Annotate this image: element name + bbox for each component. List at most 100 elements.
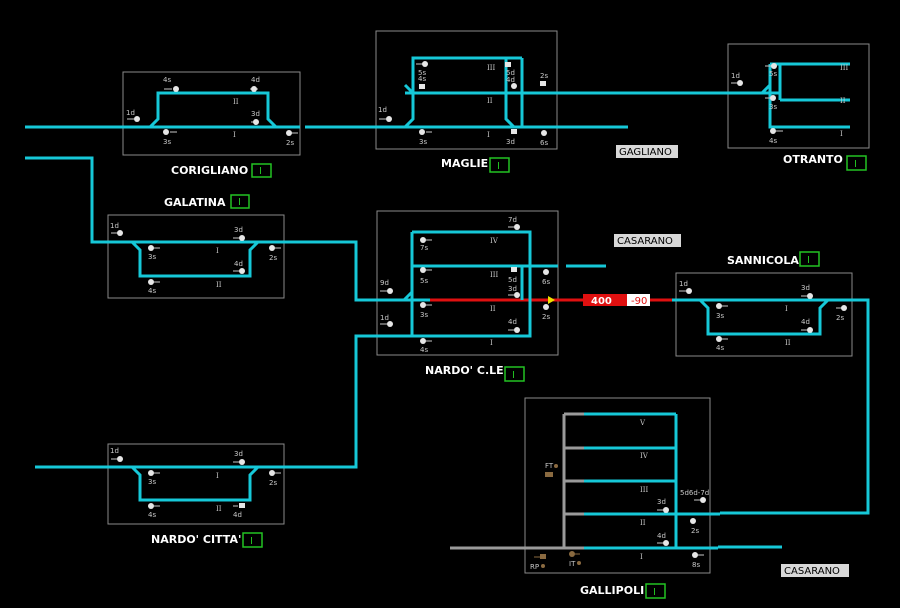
signal-3s[interactable]: 3s (716, 303, 728, 320)
signal-9d[interactable]: 9d (380, 279, 393, 294)
signal-3s[interactable]: 3s (420, 302, 432, 319)
signal-2s[interactable]: 2s (286, 130, 298, 147)
station-nardo-citta[interactable]: I II 1d 3d 3s 2s 4s 4d NARDO' CITTA' I (104, 443, 288, 548)
station-nardo-centrale[interactable]: IV III II I 7d 7s 5s 5d 6s 9d 3d 3s 2s 1… (372, 210, 559, 382)
track-label: I (487, 131, 490, 139)
signal-2s[interactable]: 2s (540, 72, 548, 86)
signal-4s[interactable]: 4s (769, 128, 783, 145)
station-corigliano[interactable]: II I 4s 4d 1d 3d 3s 2s CORIGLIANO I (118, 71, 301, 178)
signal-4d[interactable]: 4d (233, 503, 245, 519)
track-label: II (785, 339, 791, 347)
signal-2s[interactable]: 2s (542, 304, 550, 321)
signal-6s[interactable]: 6s (540, 130, 548, 147)
signal-4s[interactable]: 4s (148, 279, 160, 295)
block-counter[interactable]: 400 -90 (558, 294, 672, 307)
track-label: II (216, 505, 222, 513)
signal-6s[interactable]: 6s (542, 269, 550, 286)
status-indicator[interactable] (251, 163, 272, 178)
signal-it[interactable]: IT (569, 551, 581, 568)
status-indicator[interactable] (489, 157, 510, 173)
svg-text:1d: 1d (126, 109, 135, 117)
signal-4s[interactable]: 4s (418, 75, 426, 89)
station-gallipoli[interactable]: V IV III II I FT 5d6d-7d 3d 2s 4d RP IT … (520, 397, 720, 599)
track-label: I (216, 247, 219, 255)
track-label: I (840, 130, 843, 138)
status-indicator[interactable] (230, 194, 250, 209)
station-name-nardo-citta: NARDO' CITTA' (151, 533, 241, 546)
signal-5s[interactable]: 5s (765, 63, 777, 78)
station-otranto[interactable]: III II I 1d 5s 3s 4s OTRANTO I (720, 43, 870, 171)
signal-2s[interactable]: 2s (690, 518, 699, 535)
signal-4s[interactable]: 4s (148, 503, 160, 519)
signal-4d[interactable]: 4d (657, 532, 669, 546)
signal-3d[interactable]: 3d (233, 226, 245, 241)
signal-4d[interactable]: 4d (233, 260, 245, 274)
signal-3s[interactable]: 3s (163, 129, 177, 146)
svg-text:4d: 4d (506, 76, 515, 84)
status-indicator[interactable] (645, 583, 666, 599)
signal-1d[interactable]: 1d (126, 109, 140, 122)
status-indicator[interactable] (504, 366, 525, 382)
signal-7d[interactable]: 7d (508, 216, 520, 230)
status-text: I (259, 166, 262, 177)
signal-1d[interactable]: 1d (110, 222, 123, 236)
status-indicator[interactable] (799, 251, 820, 267)
route-direction-arrow (548, 296, 555, 304)
signal-3d[interactable]: 3d (801, 284, 813, 299)
station-sannicola[interactable]: SANNICOLA I I II 1d 3d 3s 2s 4d 4s (672, 251, 855, 357)
station-maglie[interactable]: III II I 5s 5d 4s 4d 2s 1d 3s 3d 6s MAGL… (372, 30, 560, 173)
signal-3d[interactable]: 3d (657, 498, 669, 513)
station-galatina[interactable]: GALATINA I I II 1d 3d 3s 2s 4d 4s (104, 194, 288, 299)
signal-1d[interactable]: 1d (378, 106, 392, 122)
svg-text:4s: 4s (163, 76, 171, 84)
svg-text:4d: 4d (657, 532, 666, 540)
signal-1d[interactable]: 1d (380, 314, 393, 327)
signal-3s[interactable]: 3s (148, 470, 160, 486)
svg-text:2s: 2s (286, 139, 294, 147)
signal-3s[interactable]: 3s (765, 95, 777, 111)
signal-2s[interactable]: 2s (269, 470, 281, 487)
status-indicator[interactable] (846, 155, 867, 171)
signal-4s[interactable]: 4s (716, 336, 728, 352)
svg-text:1d: 1d (679, 280, 688, 288)
track-label: I (490, 339, 493, 347)
signal-5s[interactable]: 5s (416, 61, 428, 77)
track-label: I (233, 131, 236, 139)
station-name-nardo-centrale: NARDO' C.LE (425, 364, 504, 377)
svg-text:4s: 4s (418, 75, 426, 83)
signal-3s[interactable]: 3s (148, 245, 160, 261)
signal-1d[interactable]: 1d (679, 280, 692, 294)
svg-text:9d: 9d (380, 279, 389, 287)
destination-casarano-top[interactable]: CASARANO (614, 234, 681, 247)
signal-3d[interactable]: 3d (251, 110, 260, 125)
svg-text:4s: 4s (769, 137, 777, 145)
signal-2s[interactable]: 2s (836, 305, 847, 322)
signal-4d[interactable]: 4d (506, 76, 517, 89)
signal-5d[interactable]: 5d (508, 267, 517, 284)
signal-4d[interactable]: 4d (508, 318, 520, 333)
signal-4s[interactable]: 4s (163, 76, 179, 92)
status-indicator[interactable] (242, 532, 263, 548)
signal-1d[interactable]: 1d (731, 72, 743, 86)
signal-8s[interactable]: 8s (692, 552, 704, 569)
svg-text:2s: 2s (836, 314, 844, 322)
signal-3d[interactable]: 3d (233, 450, 245, 465)
signal-3d[interactable]: 3d (508, 285, 520, 298)
signal-3s[interactable]: 3s (419, 129, 432, 146)
signal-7s[interactable]: 7s (420, 237, 432, 252)
signal-4s[interactable]: 4s (420, 338, 432, 354)
destination-label: CASARANO (784, 566, 840, 577)
destination-casarano-bottom[interactable]: CASARANO (781, 564, 849, 577)
signal-5d6d-7d[interactable]: 5d6d-7d (680, 489, 709, 503)
signal-5d[interactable]: 5d (505, 62, 515, 77)
signal-3d[interactable]: 3d (506, 129, 517, 146)
signal-ft[interactable]: FT (545, 462, 558, 477)
signal-rp[interactable]: RP (530, 554, 546, 571)
svg-text:3d: 3d (234, 450, 243, 458)
destination-gagliano[interactable]: GAGLIANO (616, 145, 678, 158)
signal-2s[interactable]: 2s (269, 245, 281, 262)
signal-1d[interactable]: 1d (110, 447, 123, 462)
signal-5s[interactable]: 5s (420, 267, 432, 285)
signal-4d[interactable]: 4d (250, 76, 260, 92)
signal-4d[interactable]: 4d (801, 318, 813, 333)
